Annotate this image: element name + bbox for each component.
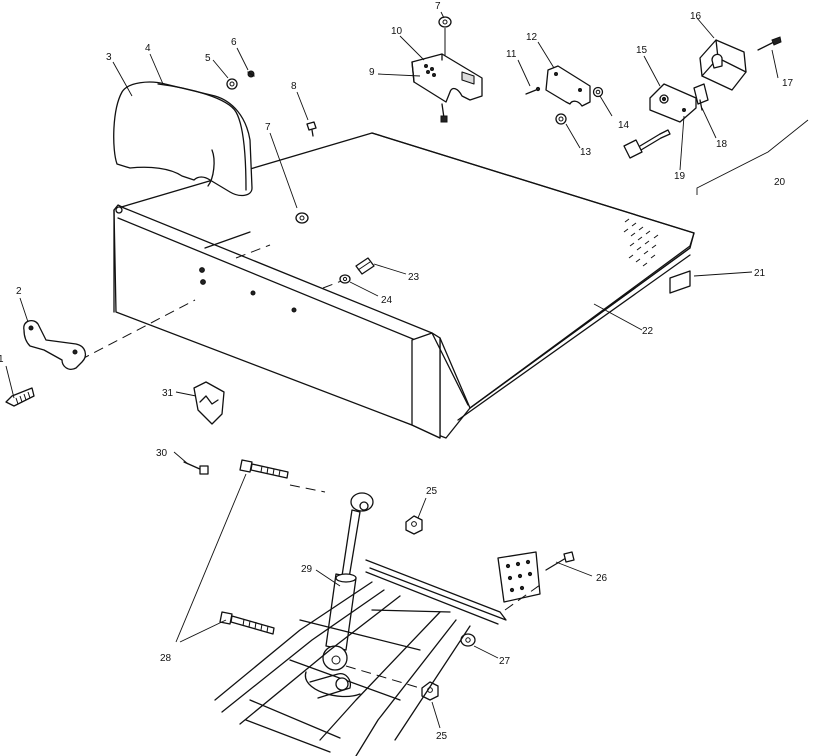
callout-23: 23: [408, 272, 420, 283]
mount-plate: [497, 551, 541, 603]
gas-strut: [322, 492, 421, 689]
callout-2: 2: [16, 286, 22, 297]
vehicle-frame: [214, 559, 507, 756]
callout-17: 17: [782, 78, 794, 89]
screw-8: [306, 121, 317, 137]
leader-lines: [5, 11, 779, 729]
nut-7-top: [438, 16, 452, 28]
lock-housing: [649, 83, 709, 123]
nut-14: [592, 86, 604, 98]
latch-bracket: [411, 28, 483, 123]
callout-7-top: 7: [435, 1, 441, 12]
callout-5: 5: [205, 53, 211, 64]
callout-15: 15: [636, 45, 648, 56]
nut-13: [555, 113, 567, 125]
cargo-box: [113, 132, 695, 439]
bolt-23: [355, 257, 375, 275]
callout-4: 4: [145, 43, 151, 54]
callout-25-upper: 25: [426, 486, 438, 497]
callout-22: 22: [642, 326, 654, 337]
callout-11: 11: [506, 49, 517, 60]
callout-1: 1: [0, 354, 4, 365]
bolt-26: [504, 551, 575, 611]
nut-5: [226, 78, 238, 90]
callout-30: 30: [156, 448, 168, 459]
callout-7-mid: 7: [265, 122, 271, 133]
callout-labels: 1 2 3 4 5 6 7 7 8 9 10 11 12 13 14 15 16…: [0, 1, 794, 742]
callout-9: 9: [369, 67, 375, 78]
washer-24: [339, 274, 351, 284]
decal: [669, 270, 691, 294]
callout-8: 8: [291, 81, 297, 92]
callout-14: 14: [618, 120, 630, 131]
callout-20: 20: [774, 177, 786, 188]
lock-key: [623, 129, 671, 159]
bolt-28-upper: [239, 459, 289, 479]
callout-28: 28: [160, 653, 172, 664]
callout-29: 29: [301, 564, 313, 575]
callout-18: 18: [716, 139, 728, 150]
back-pad: [113, 81, 253, 197]
callout-13: 13: [580, 147, 592, 158]
callout-19: 19: [674, 171, 686, 182]
callout-25-lower: 25: [436, 731, 448, 742]
callout-6: 6: [231, 37, 237, 48]
latch-plate: [525, 65, 591, 107]
callout-21: 21: [754, 268, 766, 279]
callout-12: 12: [526, 32, 538, 43]
bolt-28-lower: [219, 611, 275, 635]
nut-25-lower: [421, 681, 439, 701]
screw-6: [247, 70, 255, 78]
callout-24: 24: [381, 295, 393, 306]
bolt-1: [5, 387, 35, 407]
latch-cover: [699, 36, 782, 91]
diamond-plate-pattern: [623, 218, 659, 267]
callout-27: 27: [499, 656, 511, 667]
nut-7-mid: [295, 212, 309, 224]
callout-16: 16: [690, 11, 702, 22]
grab-handle: [23, 319, 87, 370]
callout-26: 26: [596, 573, 608, 584]
callout-31: 31: [162, 388, 174, 399]
group-bracket-20: [696, 119, 809, 195]
callout-3: 3: [106, 52, 112, 63]
nut-25-upper: [405, 515, 423, 535]
callout-10: 10: [391, 26, 403, 37]
clip-31: [193, 381, 225, 425]
